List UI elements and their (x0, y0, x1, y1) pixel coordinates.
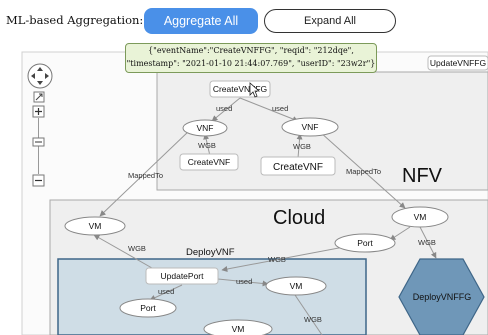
node-vnf-left[interactable] (182, 119, 228, 137)
node-deploy-vnffg[interactable] (398, 258, 485, 335)
aggregation-label: ML-based Aggregation: (6, 13, 144, 27)
edge-label-used-2: used (272, 104, 288, 113)
edge-wgb-2 (296, 133, 303, 159)
node-port-right-label: Port (357, 238, 373, 248)
node-update-vnffg[interactable] (427, 55, 488, 71)
node-update-port-label: UpdatePort (161, 271, 205, 281)
node-vm-bottom[interactable] (203, 319, 273, 335)
edge-label-mappedto-2: MappedTo (346, 167, 381, 176)
node-create-vnf-left-label: CreateVNF (188, 157, 231, 167)
node-vm-inner[interactable] (265, 276, 327, 296)
edge-label-wgb-2: WGB (293, 142, 311, 151)
node-vm-bottom-label: VM (232, 324, 245, 334)
tooltip-line-1: {"eventName":"CreateVNFFG", "reqid": "21… (148, 46, 354, 55)
node-vnf-right-label: VNF (302, 122, 319, 132)
edge-label-wgb-3: WGB (128, 244, 146, 253)
toolbar: ML-based Aggregation: Aggregate All Expa… (0, 0, 488, 44)
node-port-inner[interactable] (119, 298, 177, 318)
node-vnf-right[interactable] (281, 117, 339, 137)
fit-view-button[interactable] (33, 91, 45, 103)
edge-label-wgb-4: WGB (268, 255, 286, 264)
zoom-in-button[interactable] (32, 105, 45, 118)
plus-icon (35, 108, 42, 115)
edge-label-mappedto-1: MappedTo (128, 171, 163, 180)
node-create-vnffg-label: CreateVNFFG (213, 84, 267, 94)
node-create-vnf-right-label: CreateVNF (273, 162, 323, 173)
edge-label-wgb-5: WGB (418, 238, 436, 247)
node-vm-inner-label: VM (290, 281, 303, 291)
node-vm-left-label: VM (89, 221, 102, 231)
edge-label-used-4: used (236, 277, 252, 286)
edge-label-wgb-6: WGB (304, 315, 322, 324)
edge-mappedto-2 (319, 131, 406, 209)
edge-label-used-1: used (216, 104, 232, 113)
mouse-cursor-icon (249, 82, 261, 98)
node-deploy-vnffg-label: DeployVNFFG (413, 292, 472, 302)
node-create-vnf-left[interactable] (179, 153, 239, 171)
edge-used-4 (217, 278, 269, 287)
edge-wgb-6 (294, 294, 323, 335)
node-port-inner-label: Port (140, 303, 156, 313)
tooltip-line-2: "timestamp": "2021-01-10 21:44:07.769", … (126, 59, 376, 68)
node-update-port[interactable] (145, 267, 219, 285)
zoom-slider-handle[interactable] (32, 137, 45, 147)
node-vm-left[interactable] (64, 216, 126, 236)
node-port-right[interactable] (334, 233, 396, 253)
edge-wgb-4 (221, 243, 361, 272)
edge-label-used-3: used (158, 287, 174, 296)
navigation-controls (27, 63, 53, 187)
edge-wgb-5 (419, 226, 437, 259)
pan-arrows-icon (31, 67, 49, 85)
edge-label-wgb-1: WGB (198, 141, 216, 150)
nfv-group-label: NFV (402, 165, 443, 187)
edge-wgb-1 (203, 133, 211, 157)
edge-used-3 (149, 284, 183, 301)
expand-arrow-icon (35, 93, 43, 101)
pan-control[interactable] (27, 63, 53, 89)
edge-used-1 (211, 97, 241, 122)
aggregate-all-button[interactable]: Aggregate All (144, 8, 258, 34)
node-update-vnffg-label: UpdateVNFFG (430, 58, 486, 68)
edge-wgb-3 (93, 234, 153, 269)
expand-all-button[interactable]: Expand All (264, 9, 396, 33)
event-tooltip: {"eventName":"CreateVNFFG", "reqid": "21… (125, 43, 377, 73)
node-vm-right[interactable] (391, 206, 449, 228)
edge-port-link (389, 226, 411, 241)
node-create-vnf-right[interactable] (260, 156, 336, 176)
zoom-out-button[interactable] (32, 174, 45, 187)
edge-used-2 (239, 97, 299, 122)
edge-mappedto-1 (99, 129, 191, 217)
cloud-group-label: Cloud (273, 207, 325, 229)
node-vm-right-label: VM (414, 212, 427, 222)
deploy-vnf-group-label: DeployVNF (186, 247, 235, 258)
node-vnf-left-label: VNF (197, 123, 214, 133)
